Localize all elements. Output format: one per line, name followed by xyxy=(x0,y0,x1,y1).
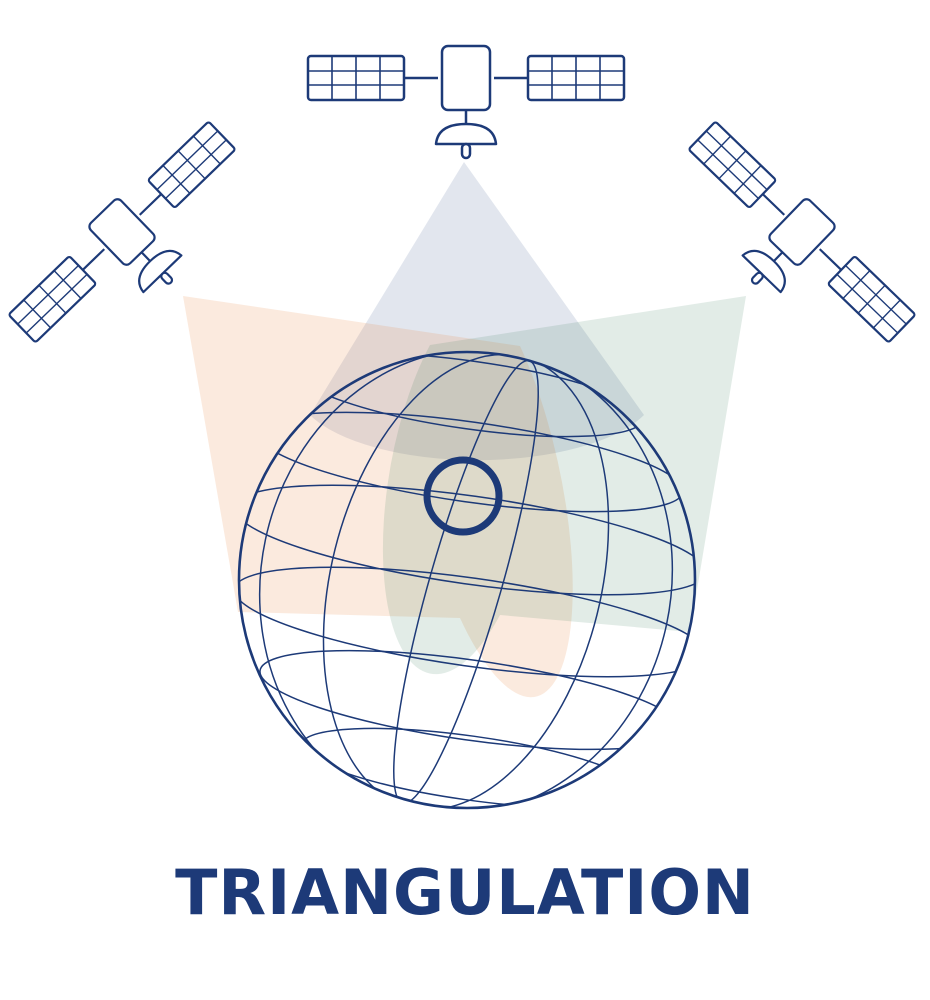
beam-left xyxy=(183,296,573,698)
beam-right xyxy=(382,296,746,675)
signal-beams xyxy=(183,162,746,698)
location-ring-icon xyxy=(423,456,503,536)
diagram-title: TRIANGULATION xyxy=(175,856,755,929)
beam-top xyxy=(310,162,644,461)
satellite-top-icon xyxy=(308,46,624,158)
